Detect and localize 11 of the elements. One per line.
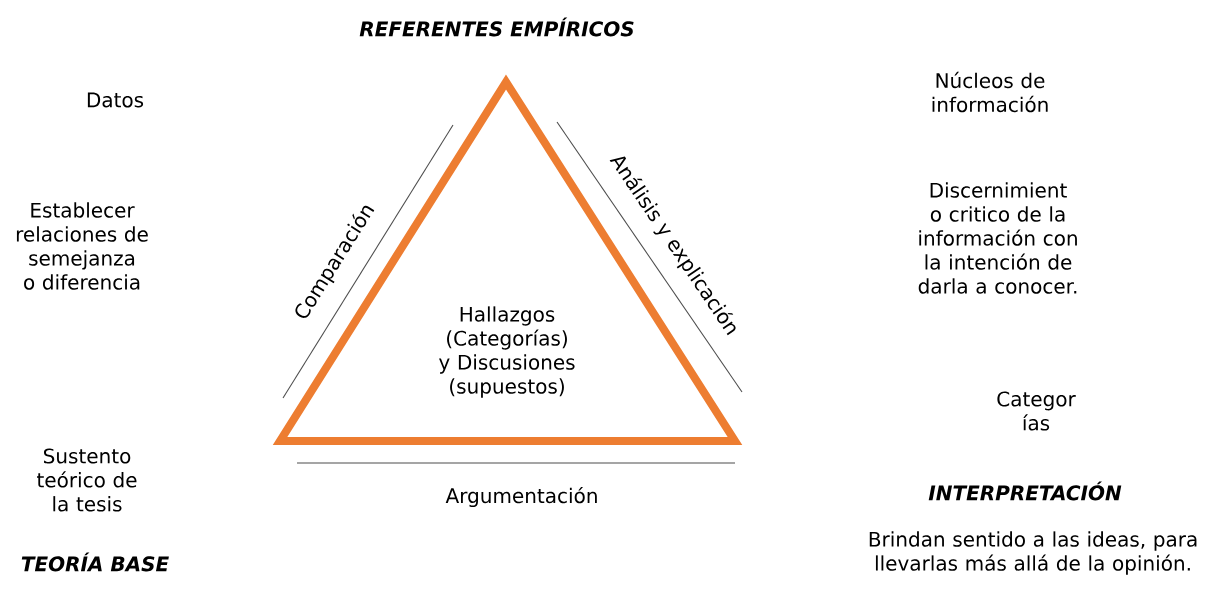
note-text: Sustento teórico de la tesis — [37, 448, 137, 512]
heading: TEORÍA BASE — [21, 552, 169, 572]
heading: REFERENTES EMPÍRICOS — [359, 17, 634, 37]
note-text: Establecer relaciones de semejanza o diferencia — [16, 202, 148, 290]
note-text: Brindan sentido a las ideas, para llevarlas más allá de la opinión. — [869, 531, 1197, 575]
side-label: Argumentación — [445, 486, 597, 508]
heading: INTERPRETACIÓN — [928, 481, 1122, 501]
note-text: Discernimient o critico de la información con la intención de darla a conocer. — [918, 182, 1077, 294]
note-text: Núcleos de información — [932, 71, 1048, 113]
note-text: Categor ías — [997, 391, 1076, 431]
note-text: Datos — [87, 92, 144, 108]
